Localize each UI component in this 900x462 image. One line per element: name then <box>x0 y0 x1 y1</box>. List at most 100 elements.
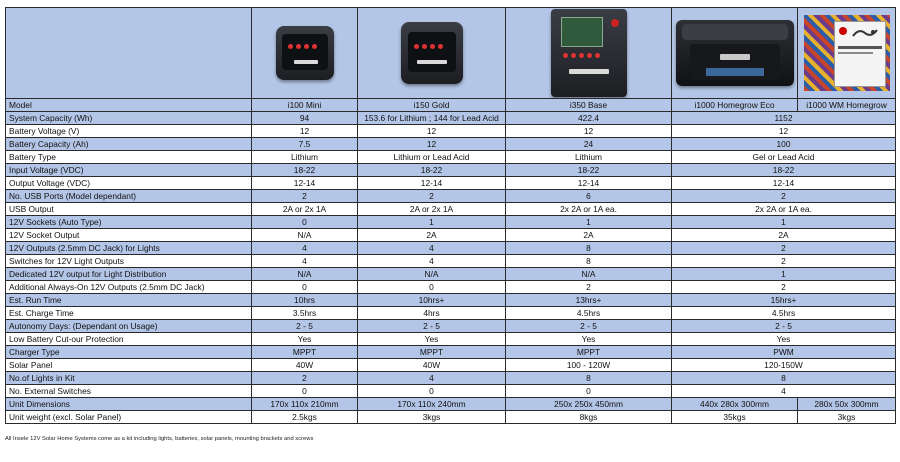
spec-value: 440x 280x 300mm <box>671 397 798 411</box>
spec-value: 94 <box>251 111 358 125</box>
spec-label: System Capacity (Wh) <box>5 111 252 125</box>
spec-value: 13hrs+ <box>505 293 672 307</box>
model-name: i100 Mini <box>251 98 358 112</box>
model-name: i350 Base <box>505 98 672 112</box>
spec-value: 2 <box>251 189 358 203</box>
spec-value: 2x 2A or 1A ea. <box>505 202 672 216</box>
spec-value: 35kgs <box>671 410 798 424</box>
spec-value: 4.5hrs <box>505 306 672 320</box>
product-image-cell <box>505 7 672 99</box>
product-image-cell <box>671 7 798 99</box>
spec-value: 4hrs <box>357 306 506 320</box>
spec-value-shared: 18-22 <box>671 163 896 177</box>
spec-value: 0 <box>505 384 672 398</box>
spec-value: 170x 110x 210mm <box>251 397 358 411</box>
i1000-homegrow-eco-unit <box>675 20 794 86</box>
spec-value: 250x 250x 450mm <box>505 397 672 411</box>
model-row: Model i100 Mini i150 Gold i350 Base i100… <box>5 98 896 112</box>
i150-gold-unit <box>400 22 463 84</box>
spec-value: 12-14 <box>251 176 358 190</box>
spec-value-shared: 100 <box>671 137 896 151</box>
spec-label: Low Battery Cut-our Protection <box>5 332 252 346</box>
spec-value: 0 <box>251 384 358 398</box>
spec-label: 12V Outputs (2.5mm DC Jack) for Lights <box>5 241 252 255</box>
spec-value: 18-22 <box>505 163 672 177</box>
spec-value: 18-22 <box>251 163 358 177</box>
spec-label: Est. Run Time <box>5 293 252 307</box>
spec-value-shared: Yes <box>671 332 896 346</box>
spec-label: Battery Voltage (V) <box>5 124 252 138</box>
spec-value: 100 - 120W <box>505 358 672 372</box>
spec-label: Dedicated 12V output for Light Distribut… <box>5 267 252 281</box>
image-row-corner <box>5 7 252 99</box>
spec-value-shared: 2 - 5 <box>671 319 896 333</box>
spec-value: 40W <box>251 358 358 372</box>
spec-value: 8 <box>505 371 672 385</box>
spec-value: 4 <box>357 371 506 385</box>
spec-value: MPPT <box>251 345 358 359</box>
spec-label: Battery Capacity (Ah) <box>5 137 252 151</box>
spec-value: Lithium <box>505 150 672 164</box>
spec-value: 422.4 <box>505 111 672 125</box>
product-image-cell <box>357 7 506 99</box>
spec-row: Autonomy Days: (Dependant on Usage) 2 - 5… <box>5 319 896 333</box>
spec-value: 2 <box>357 189 506 203</box>
spec-value: Lithium <box>251 150 358 164</box>
spec-label: Unit Dimensions <box>5 397 252 411</box>
spec-value-shared: 4 <box>671 384 896 398</box>
spec-value-shared: 2A <box>671 228 896 242</box>
spec-value: 1 <box>357 215 506 229</box>
spec-value-shared: 12-14 <box>671 176 896 190</box>
spec-label: Output Voltage (VDC) <box>5 176 252 190</box>
spec-value: 6 <box>505 189 672 203</box>
i100-mini-unit <box>275 26 334 80</box>
spec-value: 12 <box>357 124 506 138</box>
spec-value: 0 <box>251 215 358 229</box>
spec-value-shared: 2 <box>671 241 896 255</box>
spec-value: 0 <box>357 280 506 294</box>
spec-value: 4 <box>251 254 358 268</box>
spec-value: 2A <box>357 228 506 242</box>
spec-label: Additional Always-On 12V Outputs (2.5mm … <box>5 280 252 294</box>
spec-label: Battery Type <box>5 150 252 164</box>
spec-value: MPPT <box>357 345 506 359</box>
i1000-wm-homegrow-unit <box>803 15 890 91</box>
spec-value: Lithium or Lead Acid <box>357 150 506 164</box>
spec-row: Dedicated 12V output for Light Distribut… <box>5 267 896 281</box>
spec-value: Yes <box>357 332 506 346</box>
spec-value: 18-22 <box>357 163 506 177</box>
spec-value: 0 <box>357 384 506 398</box>
spec-value: N/A <box>251 267 358 281</box>
spec-value: 4 <box>357 241 506 255</box>
spec-value-shared: 15hrs+ <box>671 293 896 307</box>
spec-label: Autonomy Days: (Dependant on Usage) <box>5 319 252 333</box>
spec-value-shared: 2x 2A or 1A ea. <box>671 202 896 216</box>
spec-value: 2 - 5 <box>357 319 506 333</box>
spec-value: 12-14 <box>357 176 506 190</box>
spec-value-shared: 1 <box>671 215 896 229</box>
spec-label: Est. Charge Time <box>5 306 252 320</box>
spec-value: 8kgs <box>505 410 672 424</box>
spec-value: N/A <box>505 267 672 281</box>
spec-label: No. External Switches <box>5 384 252 398</box>
product-image-cell <box>797 7 896 99</box>
spec-label: Switches for 12V Light Outputs <box>5 254 252 268</box>
spec-label: No. USB Ports (Model dependant) <box>5 189 252 203</box>
spec-value: 2.5kgs <box>251 410 358 424</box>
spec-value: 3kgs <box>797 410 896 424</box>
spec-value: 12 <box>357 137 506 151</box>
spec-value: 153.6 for Lithium ; 144 for Lead Acid <box>357 111 506 125</box>
